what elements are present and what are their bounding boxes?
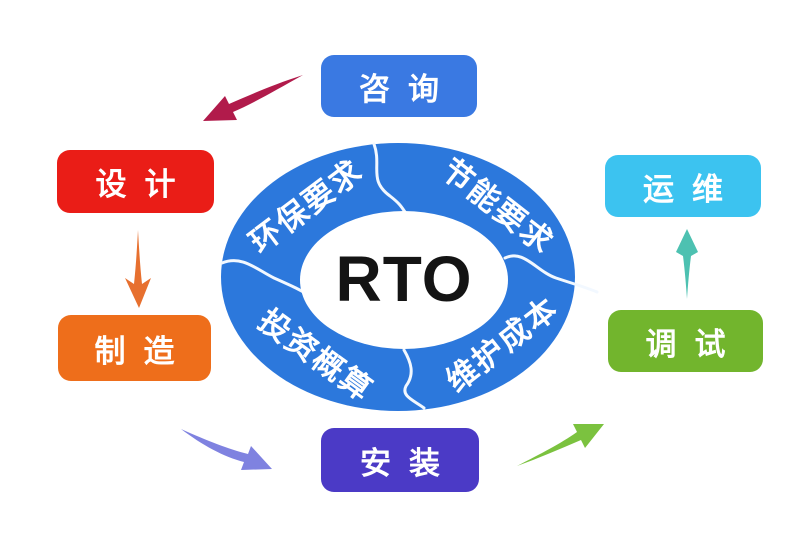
ring-divider-top xyxy=(372,142,407,214)
stage-operate-label: 运维 xyxy=(643,171,741,207)
ring-inner-ellipse xyxy=(300,211,508,349)
stage-commission: 调试 xyxy=(608,310,763,372)
arrow-consult-to-design xyxy=(203,75,303,121)
center-title: RTO xyxy=(336,243,473,315)
arrow-design-to-manufacture xyxy=(125,230,151,308)
ring-divider-right xyxy=(503,254,599,294)
stage-commission-label: 调试 xyxy=(645,326,744,362)
stage-consult-label: 咨询 xyxy=(359,71,457,107)
arrow-install-to-commission xyxy=(517,424,604,466)
stage-manufacture: 制造 xyxy=(58,315,211,381)
stage-manufacture-label: 制造 xyxy=(94,333,193,369)
stage-design-label: 设计 xyxy=(95,167,194,202)
arrow-commission-to-operate xyxy=(676,229,698,299)
stage-operate: 运维 xyxy=(605,155,761,217)
stage-design: 设计 xyxy=(57,150,214,213)
stage-install-label: 安装 xyxy=(360,445,458,481)
arrow-manufacture-to-install xyxy=(181,429,272,470)
ring-divider-bottom xyxy=(402,348,426,410)
stage-install: 安装 xyxy=(321,428,479,492)
stage-consult: 咨询 xyxy=(321,55,477,117)
